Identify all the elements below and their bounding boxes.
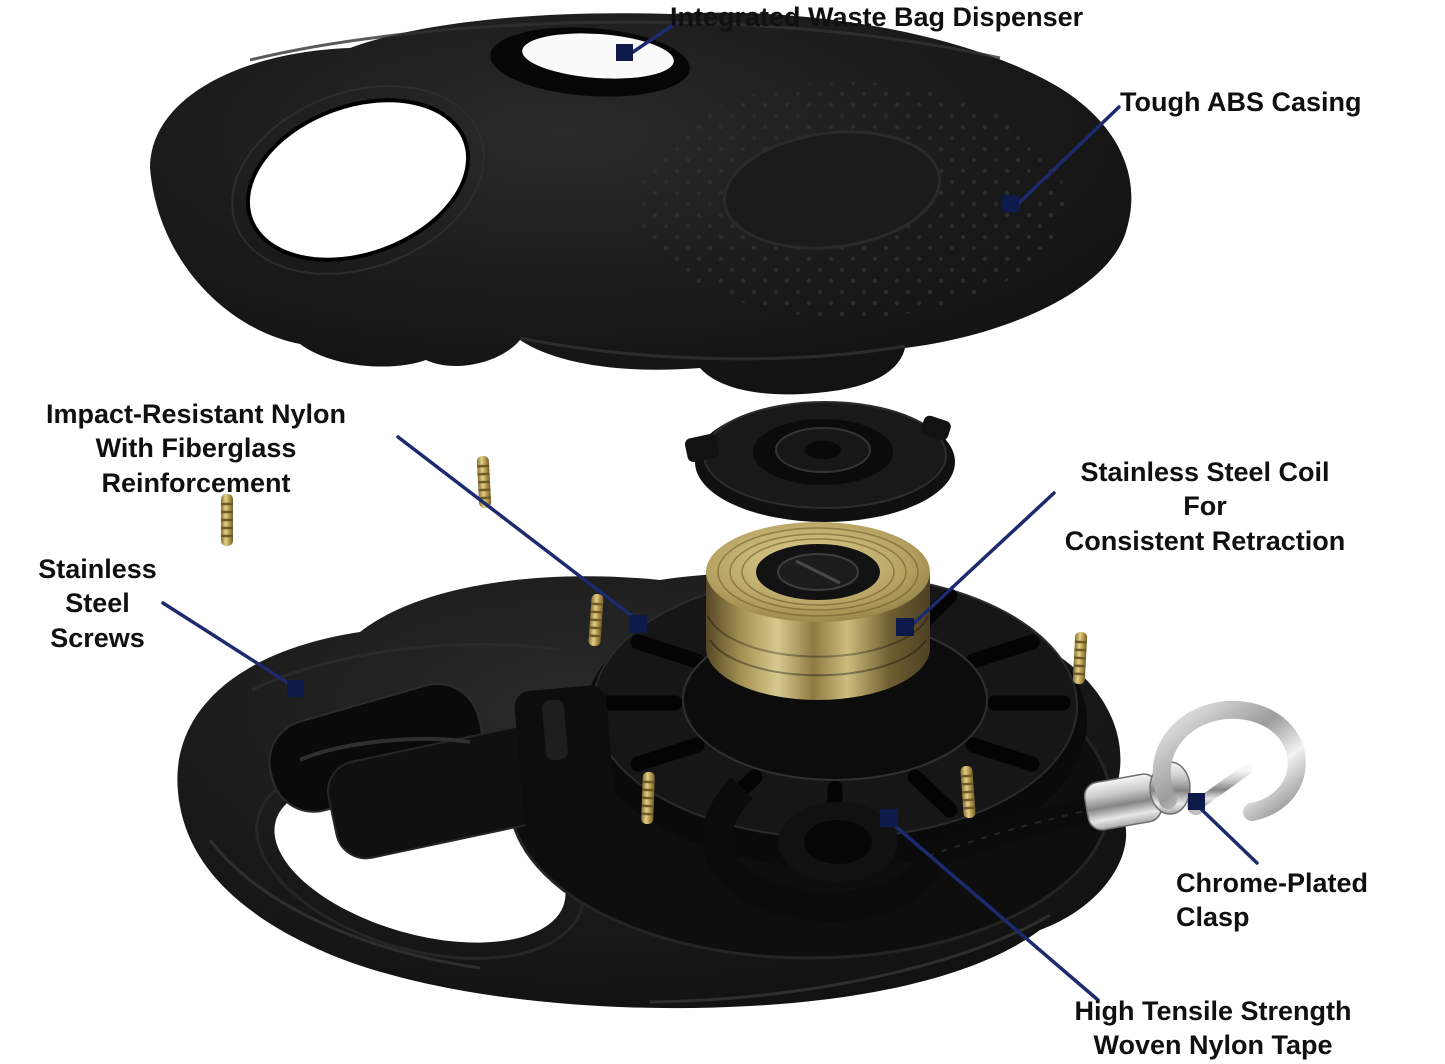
callout-label-waste-bag-dispenser: Integrated Waste Bag Dispenser [670, 2, 1084, 32]
leader-stainless-steel-coil [909, 491, 1056, 628]
leader-impact-resistant-nylon [396, 435, 643, 625]
handle-opening-top [247, 100, 469, 260]
callout-label-impact-resistant-nylon: Impact-Resistant Nylon With Fiberglass R… [45, 399, 347, 498]
callout-label-abs-casing: Tough ABS Casing [1120, 87, 1362, 117]
leader-abs-casing [1017, 105, 1121, 205]
leader-waste-bag-dispenser [631, 21, 678, 54]
marker-nylon-tape [880, 809, 898, 827]
leader-chrome-plated-clasp [1199, 807, 1259, 865]
marker-abs-casing [1002, 195, 1019, 212]
callout-label-nylon-tape: High Tensile Strength Woven Nylon Tape [1074, 996, 1352, 1061]
callout-label-stainless-steel-screws: Stainless Steel Screws [38, 554, 157, 653]
marker-impact-resistant-nylon [629, 615, 647, 633]
leader-stainless-steel-screws [161, 601, 298, 690]
screw-icon [639, 770, 657, 826]
steel-coil-part [706, 522, 930, 700]
callout-label-stainless-steel-coil: Stainless Steel Coil For Consistent Retr… [1064, 457, 1346, 556]
spool-cover [684, 401, 955, 522]
callout-leaders [161, 21, 1259, 1002]
brand-emboss [723, 130, 941, 250]
screw-icon [1071, 630, 1089, 686]
waste-bag-opening [490, 27, 690, 97]
brake-button [268, 682, 618, 860]
leader-nylon-tape [892, 823, 1100, 1002]
nylon-tape-part [702, 777, 1111, 922]
callout-label-chrome-plated-clasp: Chrome-Plated Clasp [1176, 868, 1369, 933]
marker-stainless-steel-coil [896, 618, 914, 636]
marker-stainless-steel-screws [287, 680, 304, 697]
top-casing [150, 12, 1132, 395]
screw-icon [219, 492, 235, 548]
marker-chrome-plated-clasp [1188, 793, 1205, 810]
marker-waste-bag-dispenser [616, 44, 633, 61]
